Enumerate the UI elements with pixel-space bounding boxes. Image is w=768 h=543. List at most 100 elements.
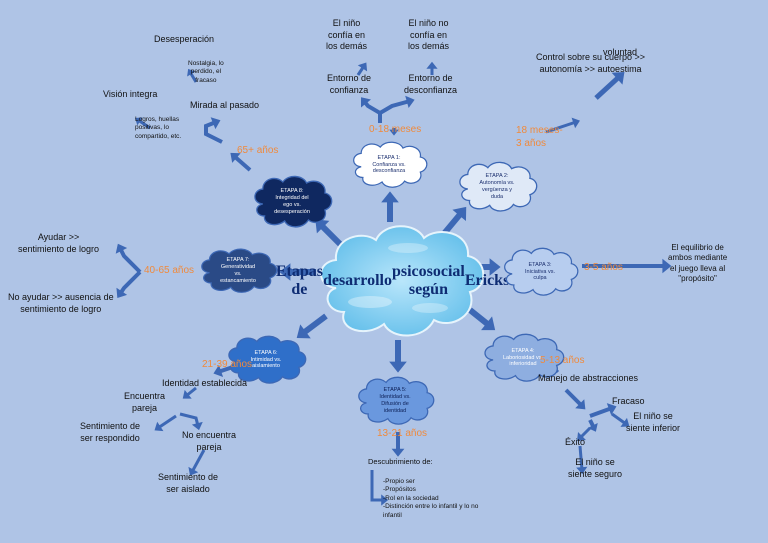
stage-name-line: desesperación: [274, 208, 310, 215]
distrusting-environment: Entorno de desconfianza: [404, 73, 458, 95]
not-helping-outcome: No ayudar >> ausencia de sentimiento de …: [8, 292, 114, 314]
stage-name-line: vergüenza y: [482, 187, 512, 193]
stage-3-cloud: ETAPA 3:Iniciativa vs.culpa: [500, 246, 580, 298]
no-partner: No encuentra pareja: [182, 430, 237, 452]
arrow: [381, 191, 399, 222]
stage-1-cloud: ETAPA 1:Confianza vs.desconfianza: [349, 140, 429, 190]
stage-6-age: 21-39 años: [202, 359, 253, 370]
purpose-outcome: El equilibrio de ambos mediante el juego…: [668, 243, 728, 284]
success-label: Éxito: [565, 437, 586, 447]
stage-4-cloud: ETAPA 4:Laboriosidad vs.inferioridad: [480, 332, 566, 384]
stage-title: ETAPA 3:: [528, 261, 552, 268]
looking-back: Mirada al pasado: [190, 100, 260, 110]
cloud-shape: [254, 175, 333, 228]
stage-name-line: Confianza vs.: [372, 161, 406, 168]
body-control-outcome: Control sobre su cuerpo >> autonomía >> …: [536, 52, 646, 74]
cloud-shape: [459, 161, 538, 212]
stage-name-line: inferioridad: [509, 361, 537, 368]
arrow: [356, 62, 368, 76]
stage-title: ETAPA 8:: [280, 188, 304, 195]
arrow: [426, 61, 438, 75]
arrow: [116, 270, 142, 298]
arrow: [182, 386, 197, 399]
arrow: [564, 388, 586, 410]
stage-title: ETAPA 7:: [226, 257, 250, 264]
arrow: [589, 403, 617, 418]
achievements-note: Logros, huellas positivas, lo compartido…: [135, 116, 182, 140]
finds-partner: Encuentra pareja: [124, 391, 166, 413]
arrow: [391, 432, 405, 457]
integral-vision: Visión integra: [103, 89, 158, 99]
cloud-shape: [358, 376, 435, 425]
stage-3-age: 3-5 años: [584, 262, 623, 273]
stage-text: ETAPA 3:Iniciativa vs.culpa: [510, 246, 571, 298]
stage-6-cloud: ETAPA 6:Intimidad vs.aislamiento: [224, 334, 308, 386]
arrow: [468, 307, 496, 331]
stage-7-age: 40-65 años: [144, 265, 195, 276]
cloud-shape: [353, 141, 428, 188]
cloud-shape: [504, 247, 579, 296]
arrow: [577, 426, 592, 441]
arrow: [230, 152, 252, 172]
stage-2-age: 18 meses-3 años: [516, 125, 563, 149]
inferior-outcome: El niño se siente inferior: [626, 411, 681, 433]
central-cloud-shape: [320, 225, 485, 337]
arrow: [611, 412, 630, 427]
arrow: [582, 258, 672, 274]
abstractions-label: Manejo de abstracciones: [538, 373, 639, 383]
stage-1-age: 0-18 meses: [369, 124, 422, 135]
stage-text: ETAPA 1:Confianza vs.desconfianza: [359, 140, 420, 190]
central-topic: Etapas de desarrollo psicosocial según E…: [276, 218, 526, 344]
arrow: [179, 412, 203, 431]
stage-name-line: duda: [490, 193, 504, 200]
arrow: [279, 263, 316, 281]
will-label: voluntad: [603, 47, 638, 57]
failure-label: Fracaso: [612, 396, 645, 406]
stage-title: ETAPA 6:: [254, 349, 278, 356]
arrow: [545, 117, 580, 134]
stage-name-line: Difusión de: [381, 401, 409, 407]
cloud-shape: [201, 248, 278, 293]
arrow: [378, 95, 415, 123]
cloud-shape: [228, 335, 307, 384]
arrow: [204, 117, 223, 144]
stage-title: ETAPA 2:: [485, 173, 509, 180]
central-title-line: Etapas de: [275, 263, 323, 298]
trust-outcome: El niño confía en los demás: [326, 18, 368, 52]
stage-name-line: vs.: [234, 271, 242, 277]
stage-4-age: 5-13 años: [540, 355, 585, 366]
stage-name-line: Intimidad vs.: [250, 356, 282, 363]
responded-feeling: Sentimiento de ser respondido: [80, 421, 141, 443]
stage-title: ETAPA 4:: [511, 347, 535, 354]
stage-text: ETAPA 6:Intimidad vs.aislamiento: [234, 334, 298, 386]
stage-name-line: Autonomía vs.: [479, 180, 515, 187]
arrow: [594, 71, 625, 100]
isolated-feeling: Sentimiento de ser aislado: [158, 472, 219, 494]
stage-8-age: 65+ años: [237, 145, 279, 156]
discovery-list: -Propio ser -Propósitos -Rol en la socie…: [383, 478, 479, 519]
stage-name-line: Laboriosidad vs.: [502, 354, 544, 361]
stage-name-line: ego vs.: [283, 202, 301, 208]
despair-label: Desesperación: [154, 34, 215, 44]
stage-text: ETAPA 4:Laboriosidad vs.inferioridad: [490, 332, 555, 384]
nostalgia-note: Nostalgia, lo perdido, el fracaso: [188, 60, 224, 84]
arrow: [187, 68, 198, 83]
arrow: [296, 313, 328, 339]
stage-name-line: estancamiento: [220, 277, 256, 284]
arrow: [389, 128, 399, 136]
established-identity: Identidad establecida: [162, 378, 248, 388]
stage-title: ETAPA 1:: [377, 154, 401, 161]
arrow: [389, 340, 407, 373]
cloud-shape: [484, 333, 565, 382]
stage-name-line: culpa: [533, 275, 547, 282]
arrow: [587, 419, 598, 432]
stage-name-line: Integridad del: [275, 195, 309, 202]
stage-name-line: Iniciativa vs.: [525, 268, 555, 275]
arrow: [315, 219, 345, 249]
central-title-line: desarrollo: [322, 272, 392, 290]
